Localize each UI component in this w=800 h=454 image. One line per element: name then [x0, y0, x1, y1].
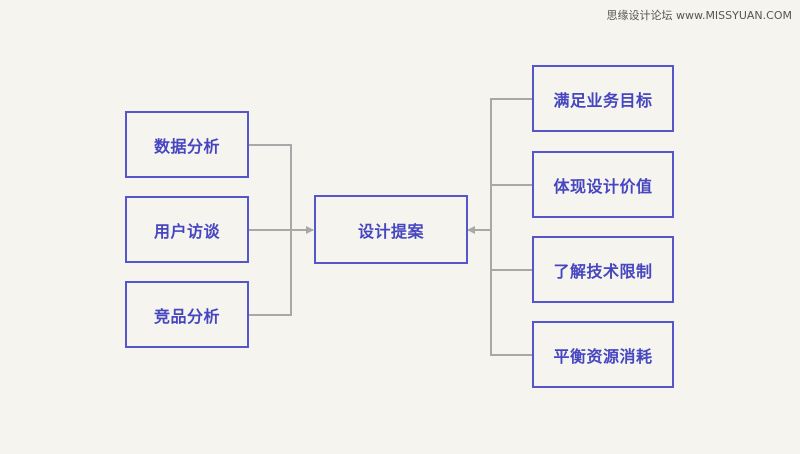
node-business-goals: 满足业务目标 — [532, 65, 674, 132]
node-user-interview: 用户访谈 — [125, 196, 249, 263]
node-label: 体现设计价值 — [553, 176, 653, 196]
node-label: 竞品分析 — [153, 306, 220, 326]
node-label: 数据分析 — [153, 136, 220, 156]
node-resource-balance: 平衡资源消耗 — [532, 321, 674, 388]
node-design-value: 体现设计价值 — [532, 151, 674, 218]
node-label: 了解技术限制 — [553, 261, 653, 281]
node-data-analysis: 数据分析 — [125, 111, 249, 178]
node-label: 满足业务目标 — [553, 90, 653, 110]
node-design-proposal: 设计提案 — [314, 195, 468, 264]
node-label: 设计提案 — [357, 221, 424, 241]
site-watermark: 思缘设计论坛 www.MISSYUAN.COM — [606, 9, 792, 22]
node-competitor-analysis: 竞品分析 — [125, 281, 249, 348]
node-tech-constraints: 了解技术限制 — [532, 236, 674, 303]
node-label: 用户访谈 — [153, 221, 220, 241]
node-label: 平衡资源消耗 — [553, 346, 653, 366]
